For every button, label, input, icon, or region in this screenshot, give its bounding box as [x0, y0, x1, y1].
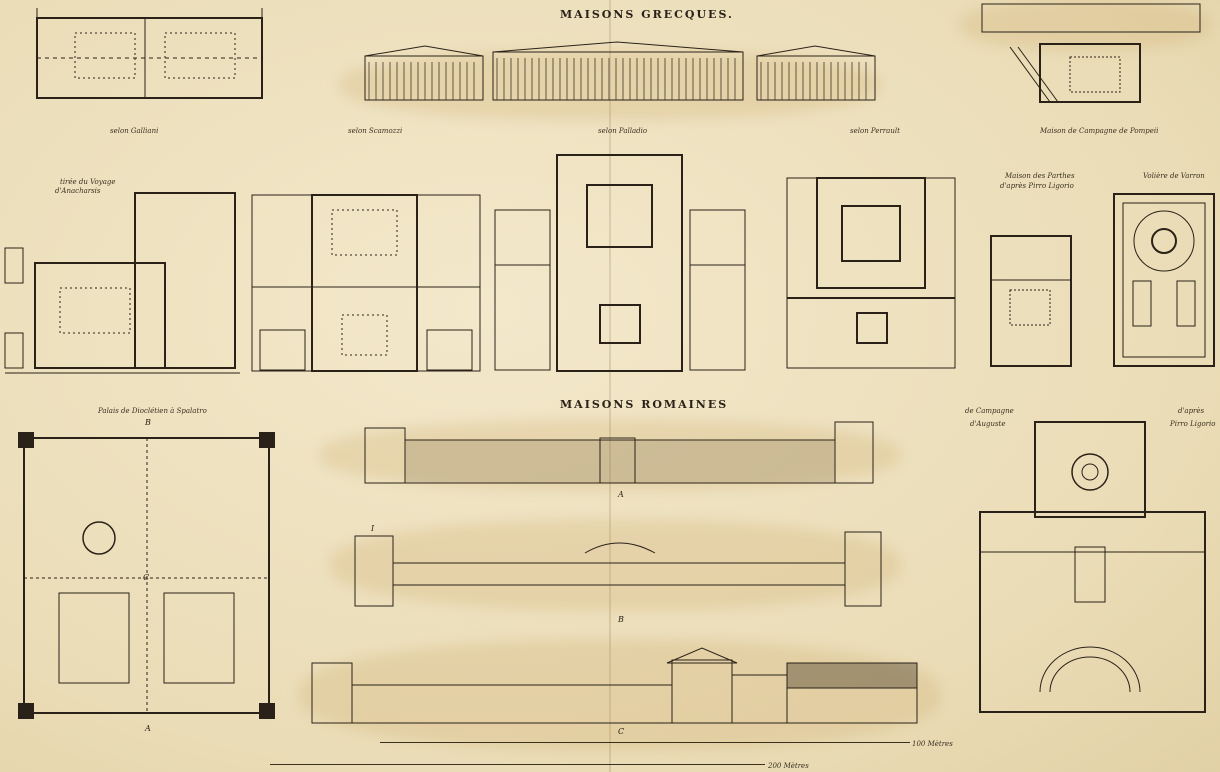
scale-bar-1: [380, 742, 910, 743]
caption-auguste-1: de Campagne: [965, 407, 1014, 415]
plan-villa-auguste: [979, 421, 1206, 713]
caption-galliani: selon Galliani: [110, 127, 159, 135]
caption-palladio: selon Palladio: [598, 127, 648, 135]
caption-auguste-4: Pirro Ligorio: [1170, 420, 1216, 428]
elevations-grecques: [364, 41, 876, 101]
elevation-letter-b: B: [618, 615, 624, 624]
water-stain: [330, 520, 900, 610]
elevation-roman-c: [311, 647, 918, 724]
plan-pompei-villa: [981, 3, 1201, 103]
elevation-letter-c: C: [618, 727, 625, 736]
caption-parthes-1: Maison des Parthes: [1005, 172, 1075, 180]
letter-a-bottom: A: [145, 724, 151, 733]
scale-label-2: 200 Mètres: [768, 762, 809, 770]
plan-palladio: [494, 154, 746, 372]
water-stain: [320, 420, 900, 490]
water-stain: [960, 0, 1210, 50]
letter-b-top: B: [145, 418, 151, 427]
elevation-roman-b: [354, 531, 882, 607]
elevation-roman-a: [364, 421, 874, 484]
plan-maison-parthes: [990, 235, 1072, 367]
caption-auguste-3: d'après: [1178, 407, 1205, 415]
caption-anacharsis-1: tirée du Voyage: [60, 178, 116, 186]
plan-voliere-varron: [1113, 193, 1215, 367]
plan-scamozzi: [251, 194, 481, 372]
scale-label-1: 100 Mètres: [912, 740, 953, 748]
caption-parthes-2: d'après Pirro Ligorio: [1000, 182, 1074, 190]
water-stain: [340, 50, 880, 120]
title-maisons-romaines: MAISONS ROMAINES: [560, 398, 729, 411]
caption-pompei: Maison de Campagne de Pompeii: [1040, 127, 1159, 135]
elevation-letter-i: I: [371, 524, 375, 533]
plan-anacharsis: [4, 192, 240, 374]
caption-anacharsis-2: d'Anacharsis: [55, 187, 101, 195]
water-stain: [300, 640, 940, 750]
plan-palais-diocletien: [18, 432, 275, 719]
title-maisons-grecques: MAISONS GRECQUES.: [560, 8, 734, 21]
caption-diocletien: Palais de Dioclétien à Spalatro: [98, 407, 207, 415]
scale-bar-2: [270, 764, 765, 765]
elevation-letter-a: A: [618, 490, 624, 499]
plan-galliani: [36, 8, 263, 99]
caption-varron: Volière de Varron: [1143, 172, 1205, 180]
caption-auguste-2: d'Auguste: [970, 420, 1006, 428]
caption-scamozzi: selon Scamozzi: [348, 127, 403, 135]
caption-perrault: selon Perrault: [850, 127, 900, 135]
plan-perrault: [786, 177, 956, 369]
center-fold: [609, 0, 611, 772]
